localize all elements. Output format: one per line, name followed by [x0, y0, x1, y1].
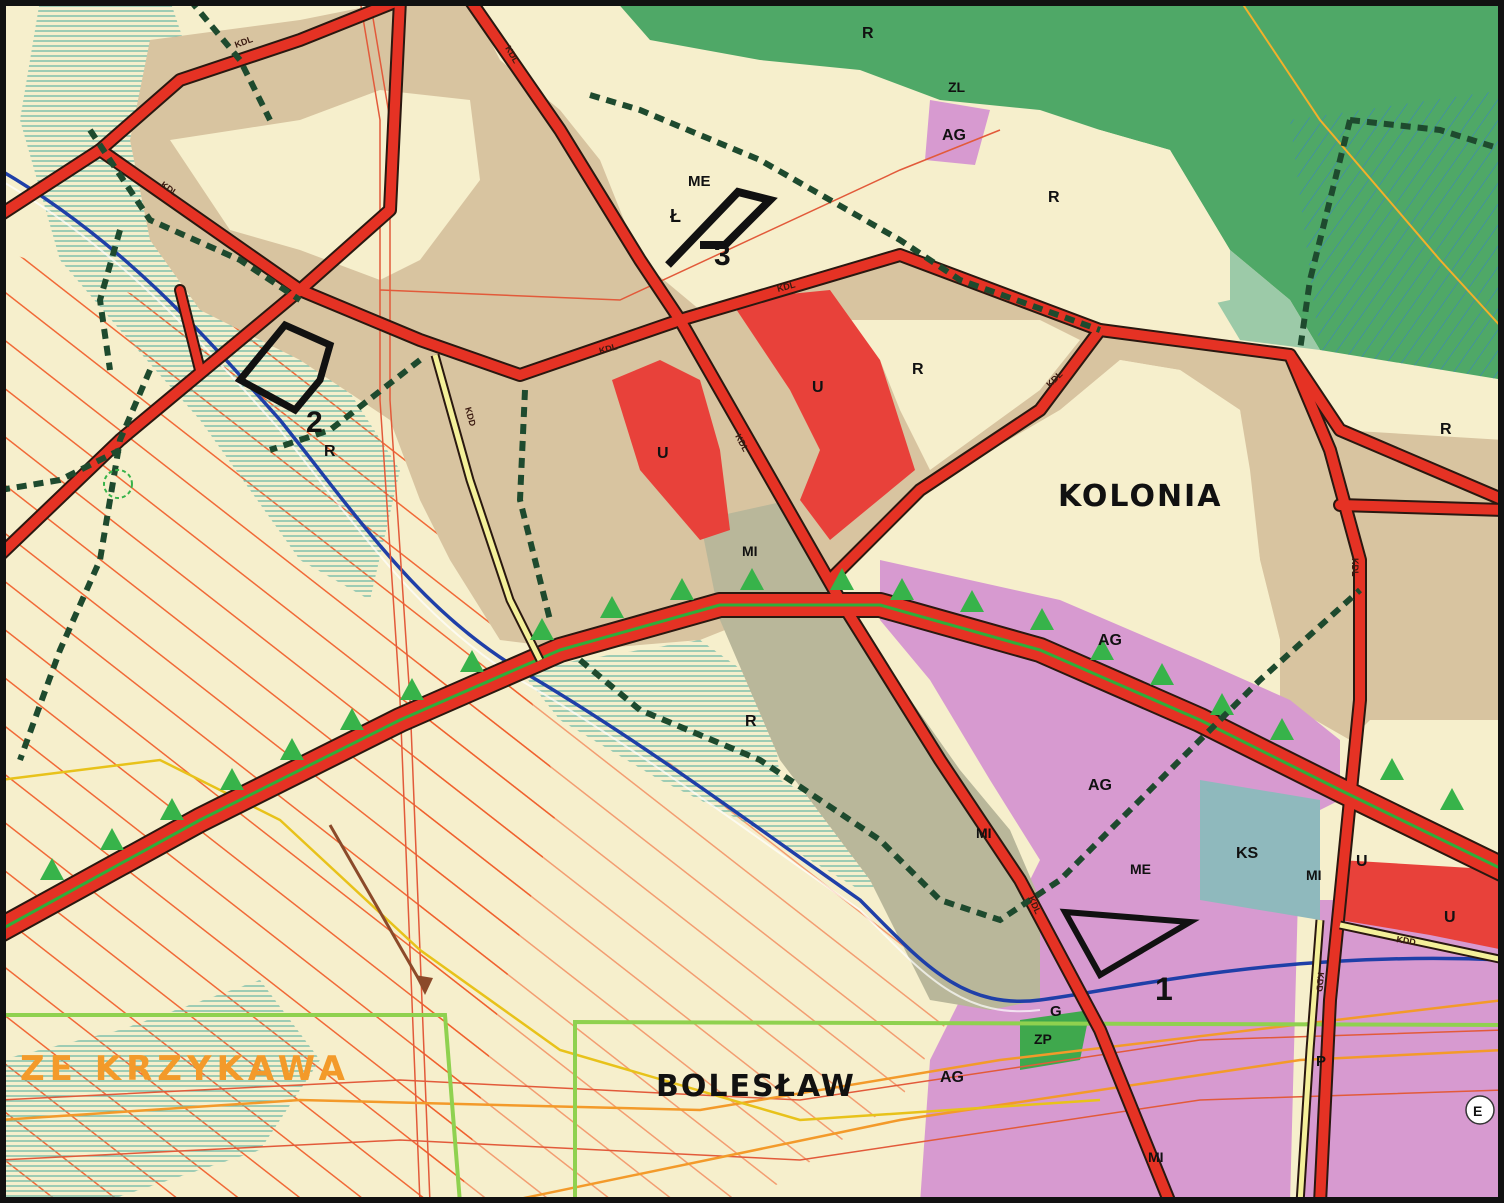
- road-label-kdl: KDL: [776, 279, 797, 294]
- zone-label-r: R: [745, 713, 757, 730]
- road-label-kdl: KDL: [598, 341, 619, 356]
- zone-label-ag: AG: [942, 127, 966, 144]
- zone-label-r: R: [862, 25, 874, 42]
- zone-label-r: R: [912, 361, 924, 378]
- site-number-1: 1: [1155, 971, 1173, 1007]
- meadow-strip-river: [520, 640, 930, 890]
- direction-arrow-head: [415, 975, 433, 995]
- pipeline-south-a: [0, 1029, 1504, 1101]
- boundary-krzykawa: [0, 1013, 462, 1203]
- zone-label-mi: MI: [1306, 867, 1322, 883]
- zone-label-ag: AG: [1098, 632, 1122, 649]
- site-3-outline: [665, 187, 778, 268]
- tree-belt: [40, 568, 1464, 880]
- footpaths: [0, 0, 1504, 924]
- farmland-north: [820, 110, 1230, 330]
- circle-marker: [103, 469, 133, 499]
- minor-road-kdd-c: [1339, 922, 1504, 963]
- zone-label-u: U: [1444, 909, 1456, 926]
- utility-line-orange-b: [499, 1048, 1504, 1203]
- zone-label-r: R: [324, 443, 336, 460]
- minor-road-kdd-b: [1297, 919, 1323, 1203]
- yellow-utility-line: [0, 758, 1101, 1122]
- mixed-industry-strip: [700, 500, 1040, 1010]
- road-label-kdl: KDL: [1350, 558, 1360, 577]
- zone-label-u: U: [657, 445, 669, 462]
- utility-line-orange-a: [0, 998, 1504, 1122]
- zone-label-e: E: [1473, 1103, 1482, 1119]
- farmland-kolonia: [900, 360, 1280, 700]
- site-number-2: 2: [306, 406, 323, 439]
- site-number-3: 3: [714, 239, 731, 272]
- zone-label-u: U: [812, 379, 824, 396]
- zone-label-me: ME: [1130, 861, 1151, 877]
- service-area-u-southeast: [1340, 860, 1504, 950]
- mining-area-south: [420, 660, 960, 1203]
- direction-arrow: [328, 824, 427, 991]
- pipeline-north-south-a: [359, 0, 421, 1203]
- place-name-boleslaw: BOLESŁAW: [656, 1069, 856, 1104]
- meadow-area-east: [1210, 250, 1320, 350]
- zone-label-zl: ZL: [948, 79, 966, 95]
- zone-label-mi: MI: [1148, 1149, 1164, 1165]
- zone-label-r: R: [1440, 421, 1452, 438]
- zone-label-r: R: [1048, 189, 1060, 206]
- forest-area: [615, 0, 1504, 380]
- place-name-krzykawa: ZE KRZYKAWA: [20, 1049, 350, 1089]
- substation-marker: [1465, 1095, 1495, 1125]
- zone-label-ks: KS: [1236, 845, 1259, 862]
- road-label-kdd: KDD: [463, 406, 478, 428]
- industry-plot-ag-north: [925, 100, 990, 165]
- pipeline-northeast: [379, 129, 1001, 301]
- utility-line-northeast: [1239, 0, 1504, 331]
- zone-label-me: ME: [688, 173, 711, 190]
- transport-area-ks: [1200, 780, 1320, 920]
- zone-label-mi: MI: [742, 543, 758, 559]
- site-1-outline: [1059, 908, 1200, 980]
- farmland-northwest: [170, 90, 480, 280]
- zone-label-l: Ł: [670, 206, 681, 226]
- zone-label-p: P: [1316, 1053, 1326, 1070]
- zone-label-u: U: [1356, 853, 1368, 870]
- service-area-u-west: [612, 360, 730, 540]
- minor-road-kdd-a: [432, 354, 543, 662]
- boundary-boleslaw: [573, 1019, 1504, 1203]
- zone-label-mi: MI: [976, 825, 992, 841]
- road-label-kdd: KDD: [1314, 972, 1326, 993]
- pipeline-north-south-b: [369, 0, 431, 1203]
- zone-label-ag: AG: [940, 1069, 964, 1086]
- road-label-kdd: KDD: [1396, 934, 1417, 947]
- pipeline-south-b: [0, 1089, 1504, 1161]
- service-area-u-east: [730, 290, 915, 540]
- zone-label-g: G: [1050, 1003, 1062, 1020]
- forest-wet-area: [1290, 90, 1504, 380]
- farmland-r-central: [840, 320, 1080, 470]
- industry-area-ag-east: [1300, 900, 1504, 1203]
- site-2-outline: [234, 320, 335, 415]
- zone-label-ag: AG: [1088, 777, 1112, 794]
- zone-label-zp: ZP: [1034, 1031, 1052, 1047]
- place-name-kolonia: KOLONIA: [1058, 479, 1222, 514]
